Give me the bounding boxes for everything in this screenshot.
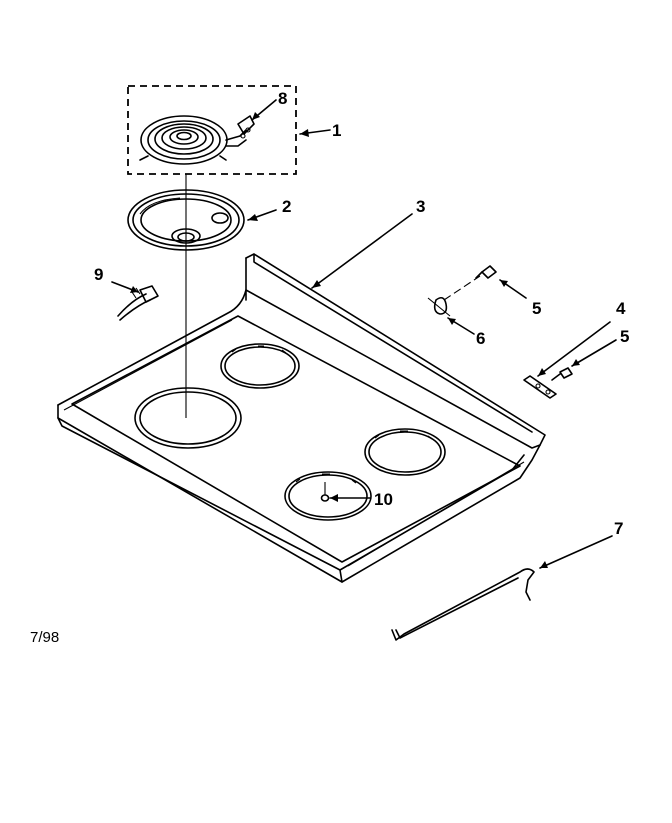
callout-6: 6: [476, 329, 485, 348]
support-rod-part-7: [391, 568, 535, 641]
callout-9: 9: [94, 265, 103, 284]
screw-part-5-lower: [551, 367, 573, 381]
callout-4: 4: [616, 299, 626, 318]
surface-element-assembly-box: [127, 85, 297, 175]
callout-3: 3: [416, 197, 425, 216]
callout-leaders: [111, 99, 617, 569]
hardware-alignment-line: [443, 275, 481, 301]
bracket-part-4: [523, 375, 557, 399]
surface-element-coil: [139, 115, 247, 165]
callout-1: 1: [332, 121, 341, 140]
callout-10: 10: [374, 490, 393, 509]
callout-5-lower: 5: [620, 327, 629, 346]
burner-opening-left-rear: [220, 343, 300, 389]
burner-opening-right-rear: [364, 428, 446, 476]
date-code: 7/98: [30, 629, 59, 646]
burner-opening-left-front: [134, 387, 242, 449]
burner-opening-right-front: [284, 471, 372, 521]
callout-5-upper: 5: [532, 299, 541, 318]
callout-8: 8: [278, 89, 287, 108]
screw-part-10: [320, 482, 330, 502]
terminal-block-part-8: [237, 115, 255, 139]
cooktop-main-top: [57, 253, 546, 583]
wire-connector-part-9: [117, 285, 159, 321]
screw-part-5-upper: [475, 265, 497, 279]
callout-7: 7: [614, 519, 623, 538]
clip-part-6: [427, 296, 451, 317]
callout-2: 2: [282, 197, 291, 216]
